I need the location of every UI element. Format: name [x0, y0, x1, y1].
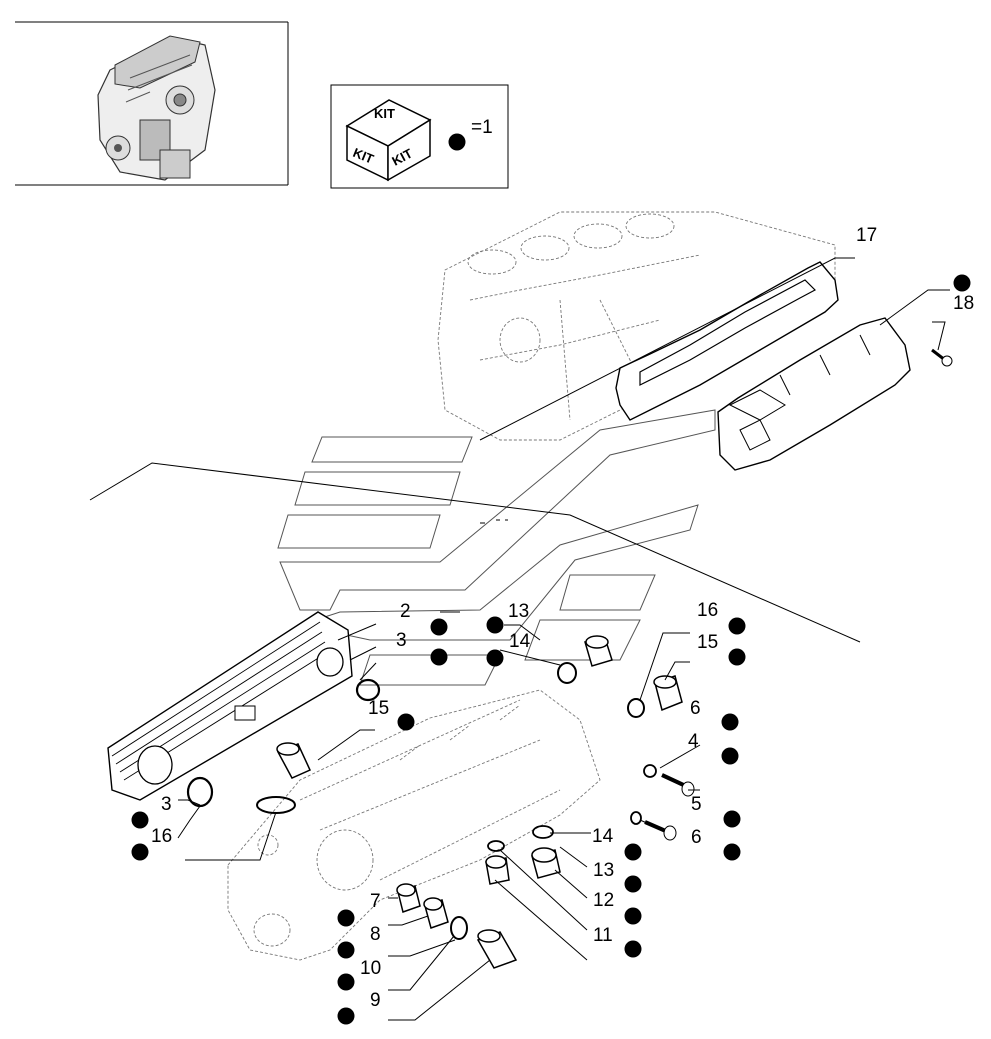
plug-part-11	[485, 855, 510, 885]
gasket-part-17	[615, 261, 839, 421]
o-ring-part-13a	[557, 662, 577, 684]
callout-10: 10	[360, 958, 381, 979]
callout-6: 6	[690, 698, 701, 719]
kit-bullet-icon	[624, 875, 642, 893]
plug-part-12	[531, 847, 561, 879]
o-ring-part-3b	[256, 796, 296, 814]
kit-bullet-icon	[397, 713, 415, 731]
kit-bullet-icon	[728, 648, 746, 666]
callout-9: 9	[370, 990, 381, 1011]
kit-bullet-icon	[723, 843, 741, 861]
callout-11: 11	[593, 925, 613, 946]
kit-bullet-icon	[337, 1007, 355, 1025]
o-ring-part-14b	[532, 825, 554, 839]
kit-bullet-icon	[486, 649, 504, 667]
kit-bullet-icon	[486, 616, 504, 634]
kit-cube-top-label: KIT	[374, 106, 395, 121]
kit-bullet-icon	[448, 133, 466, 151]
kit-equals-text: =1	[471, 117, 493, 138]
sleeve-part-8	[423, 897, 449, 929]
flow-chevrons	[89, 409, 861, 686]
kit-bullets	[131, 274, 971, 1025]
kit-bullet-icon	[337, 909, 355, 927]
callout-14: 14	[592, 826, 614, 847]
kit-cube-left-label: KIT	[351, 145, 376, 167]
callout-17: 17	[856, 225, 877, 246]
o-ring-part-11a	[487, 840, 505, 852]
kit-bullet-icon	[430, 618, 448, 636]
kit-bullet-icon	[624, 940, 642, 958]
valve-part-9	[476, 929, 518, 969]
callout-13: 13	[508, 601, 529, 622]
cover-part-18	[717, 317, 953, 471]
kit-bullet-icon	[624, 843, 642, 861]
filter-housing-ghost	[227, 689, 601, 961]
kit-cube-icon: KIT KIT KIT	[345, 99, 432, 182]
callout-15: 15	[368, 698, 389, 719]
plug-part-7	[396, 883, 421, 913]
bolt-part-18	[931, 348, 953, 367]
callout-4: 4	[688, 731, 699, 752]
callout-6: 6	[691, 827, 702, 848]
callout-3: 3	[161, 794, 172, 815]
plug-part-14	[584, 635, 613, 667]
o-ring-part-10	[450, 916, 468, 940]
engine-block-ghost	[437, 211, 836, 441]
callout-18: 18	[953, 293, 974, 314]
washer-part-4	[643, 764, 657, 778]
callout-16: 16	[697, 600, 718, 621]
kit-bullet-icon	[728, 617, 746, 635]
washer-part-6b	[630, 811, 642, 825]
plug-part-6a	[653, 675, 683, 712]
kit-legend: KIT KIT KIT =1	[330, 84, 509, 189]
kit-bullet-icon	[624, 907, 642, 925]
callout-13: 13	[593, 860, 614, 881]
callout-15: 15	[697, 632, 718, 653]
o-ring-part-15b	[627, 698, 645, 718]
engine-icon	[97, 35, 216, 181]
callout-8: 8	[370, 924, 381, 945]
callout-16: 16	[151, 826, 172, 847]
kit-bullet-icon	[131, 843, 149, 861]
callout-7: 7	[370, 891, 381, 912]
callout-12: 12	[593, 890, 614, 911]
callout-5: 5	[691, 794, 702, 815]
callout-14: 14	[509, 631, 531, 652]
kit-bullet-icon	[430, 648, 448, 666]
kit-bullet-icon	[337, 941, 355, 959]
kit-bullet-icon	[337, 973, 355, 991]
leader-lines	[177, 257, 950, 1021]
bolt-part-5	[661, 773, 695, 797]
kit-bullet-icon	[953, 274, 971, 292]
plug-part-2	[276, 742, 311, 779]
kit-bullet-icon	[721, 713, 739, 731]
engine-thumbnail	[15, 21, 289, 186]
callout-labels: 17 18 2 13 3 14 16 15 15 6 4 5 14 6 3 16…	[151, 225, 974, 1011]
kit-bullet-icon	[723, 810, 741, 828]
oil-cooler-part	[107, 611, 353, 801]
small-parts	[186, 635, 695, 969]
callout-2: 2	[400, 601, 411, 622]
callout-3: 3	[396, 630, 407, 651]
kit-bullet-icon	[131, 811, 149, 829]
kit-bullet-icon	[721, 747, 739, 765]
o-ring-part-15a	[355, 678, 381, 702]
